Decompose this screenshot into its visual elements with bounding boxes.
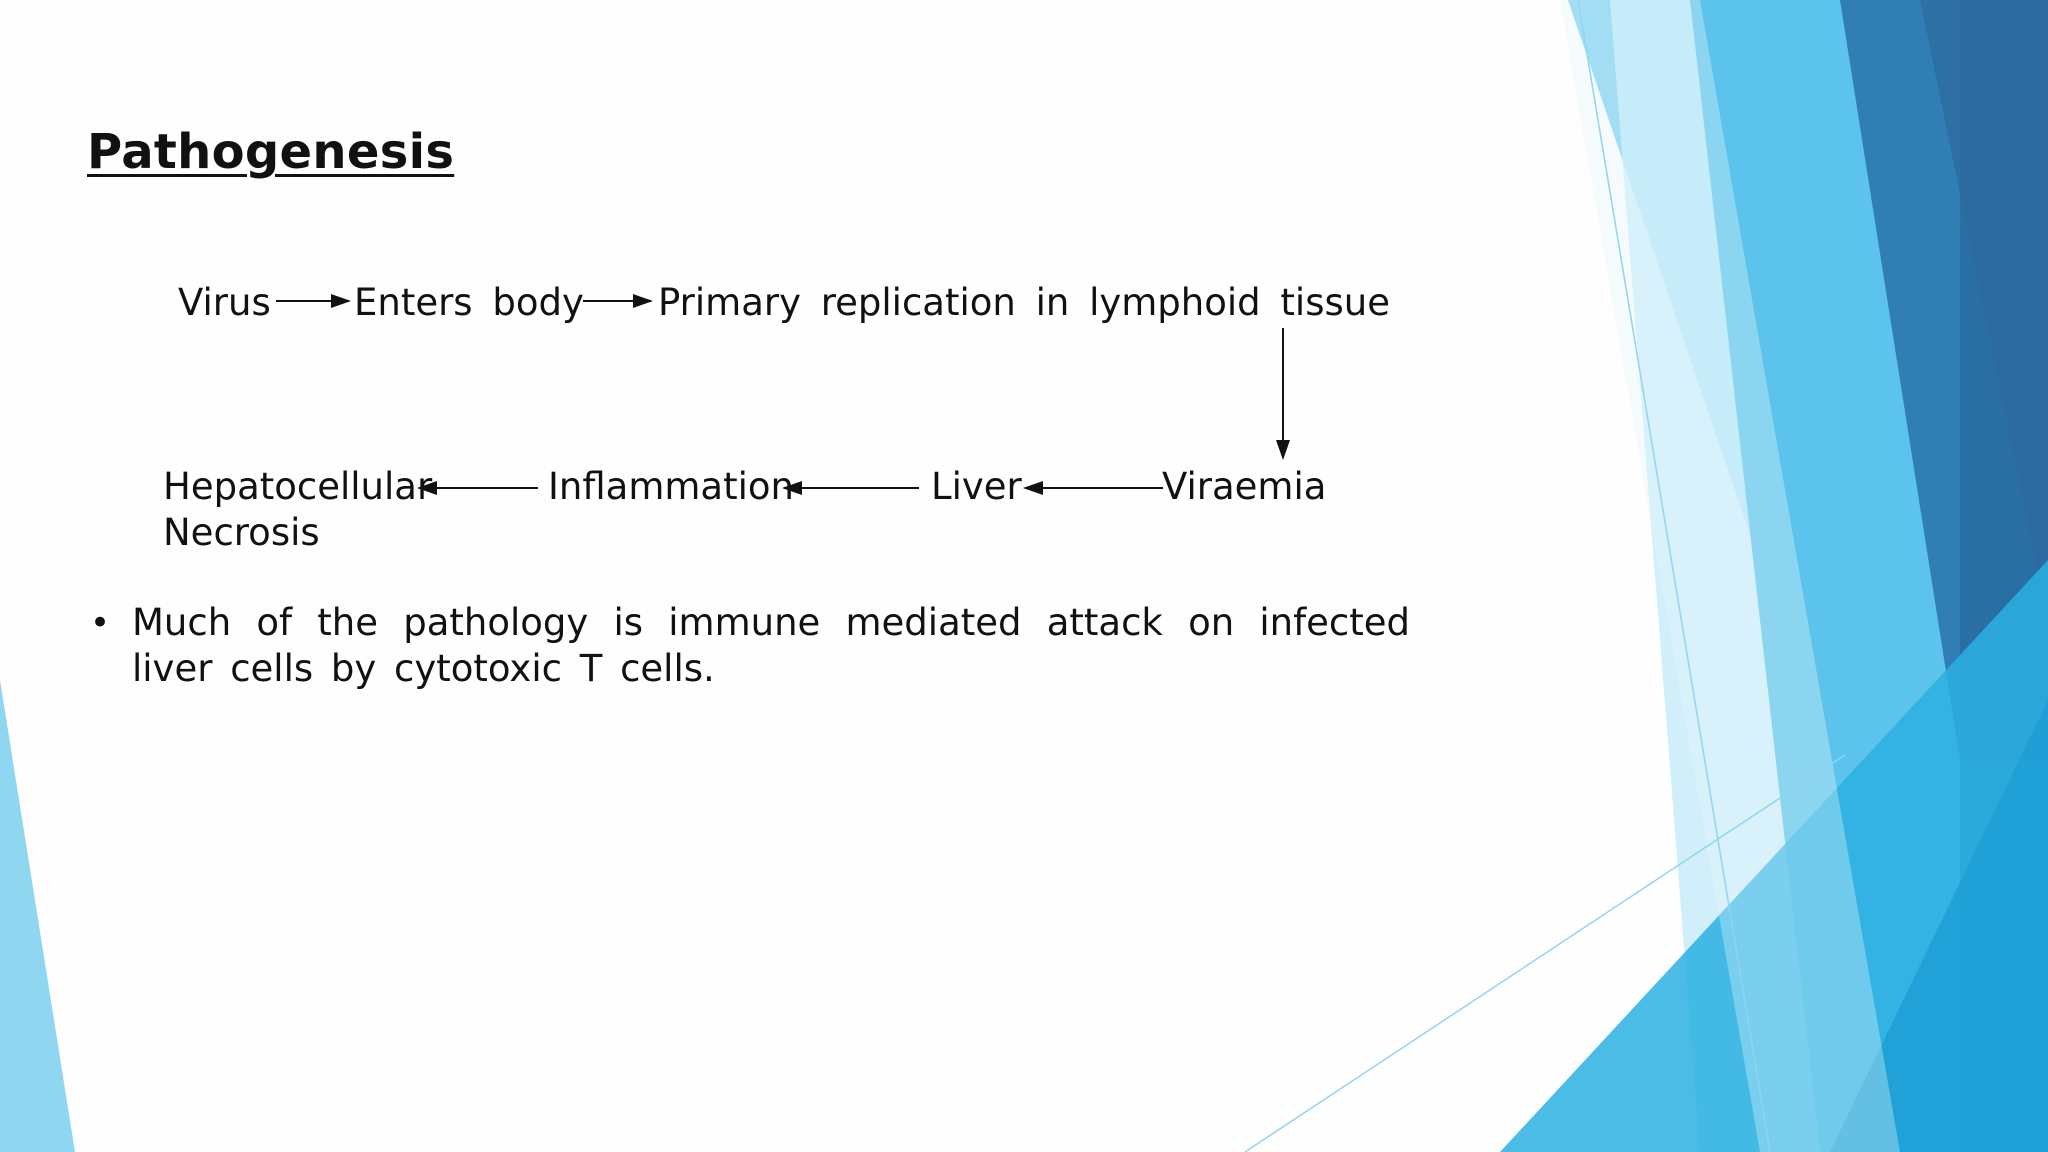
right-top-overlay <box>1920 0 2048 620</box>
bullet-marker: • <box>90 603 111 643</box>
thin-line-diagonal <box>1244 754 1846 1152</box>
bullet-point: • Much of the pathology is immune mediat… <box>90 600 1410 692</box>
right-highlight-strip <box>1560 0 1900 1152</box>
slide-title: Pathogenesis <box>87 124 455 180</box>
thin-line-vertical <box>1577 0 1771 1152</box>
bullet-text: Much of the pathology is immune mediated… <box>132 601 1410 690</box>
bottom-right-deep-triangle <box>1830 700 2048 1152</box>
node-viraemia: Viraemia <box>1162 465 1327 508</box>
left-accent-shape <box>0 680 75 1152</box>
node-enters-body: Enters body <box>354 281 584 324</box>
node-inflammation: Inflammation <box>548 465 794 508</box>
node-hepatocellular: Hepatocellular <box>163 465 433 508</box>
node-primary-replication: Primary replication in lymphoid tissue <box>658 281 1390 324</box>
node-necrosis: Necrosis <box>163 511 320 554</box>
node-virus: Virus <box>178 281 271 324</box>
node-liver: Liver <box>931 465 1022 508</box>
